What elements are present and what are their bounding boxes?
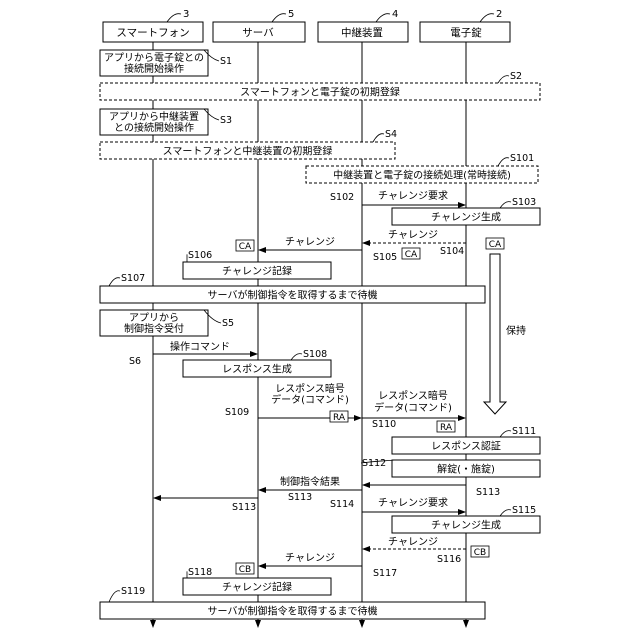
box-text-s115: チャレンジ生成 xyxy=(431,519,501,532)
tag-label-s110: RA xyxy=(440,423,453,433)
step-label-s114: S114 xyxy=(330,499,354,510)
step-label-s112: S112 xyxy=(362,458,386,469)
leader-line xyxy=(167,14,181,22)
leader-line xyxy=(376,14,390,22)
box-text-s3: アプリから中継装置 xyxy=(109,110,199,123)
step-label-s3: S3 xyxy=(220,115,232,126)
box-text-s118: チャレンジ記録 xyxy=(222,581,292,594)
hold-label: 保持 xyxy=(506,324,526,337)
tag-label-s116: CB xyxy=(474,548,486,558)
box-text-s3: との接続開始操作 xyxy=(114,121,194,134)
step-label-s107: S107 xyxy=(121,273,145,284)
box-text-s101: 中継装置と電子錠の接続処理(常時接続) xyxy=(333,169,511,182)
actor-ref-server: 5 xyxy=(288,9,294,20)
message-label-s102: チャレンジ要求 xyxy=(378,190,448,202)
lifeline-end-arrow xyxy=(150,620,156,628)
step-label-s117: S117 xyxy=(373,568,397,579)
message-label-s110: レスポンス暗号 xyxy=(378,389,448,402)
leader-line xyxy=(373,134,384,142)
tag-label-s109: RA xyxy=(333,413,346,423)
step-label-s102: S102 xyxy=(330,192,354,203)
box-text-s5: 制御指令受付 xyxy=(124,322,184,335)
box-text-s106: チャレンジ記録 xyxy=(222,265,292,278)
box-text-s111: レスポンス認証 xyxy=(431,440,501,453)
leader-line xyxy=(498,158,509,166)
box-text-s2: スマートフォンと電子錠の初期登録 xyxy=(240,86,400,99)
leader-line xyxy=(291,354,302,360)
leader-line xyxy=(109,591,120,602)
step-label-s113c: S113 xyxy=(232,502,256,513)
tag-label-s117: CB xyxy=(239,565,251,575)
hold-arrow xyxy=(484,254,506,414)
leader-line xyxy=(500,431,511,437)
step-label-s119: S119 xyxy=(121,586,145,597)
leader-line xyxy=(480,14,494,22)
actor-ref-relay: 4 xyxy=(392,9,398,20)
message-label-s113: 制御指令結果 xyxy=(280,475,340,488)
step-label-s106: S106 xyxy=(188,250,212,261)
step-label-s118: S118 xyxy=(188,567,212,578)
box-text-s5: アプリから xyxy=(129,312,179,324)
box-text-s112: 解錠(・施錠) xyxy=(437,463,495,476)
step-label-s105: S105 xyxy=(373,252,397,263)
box-text-s4: スマートフォンと中継装置の初期登録 xyxy=(163,145,333,158)
message-label-s109: レスポンス暗号 xyxy=(275,382,345,395)
step-label-s116: S116 xyxy=(437,554,461,565)
box-text-s1: アプリから電子錠との xyxy=(104,51,204,64)
step-label-s111: S111 xyxy=(512,426,536,437)
actor-ref-phone: 3 xyxy=(183,9,189,20)
message-label-s117: チャレンジ xyxy=(285,552,335,564)
message-label-s105: チャレンジ xyxy=(285,236,335,248)
box-text-s107: サーバが制御指令を取得するまで待機 xyxy=(208,289,378,302)
actor-label-lock: 電子錠 xyxy=(450,26,482,39)
box-text-s1: 接続開始操作 xyxy=(124,62,184,75)
step-label-s115: S115 xyxy=(512,505,536,516)
step-label-s113b: S113 xyxy=(288,492,312,503)
message-label-s114: チャレンジ要求 xyxy=(378,497,448,509)
lifeline-end-arrow xyxy=(359,620,365,628)
tag-label-s105: CA xyxy=(239,242,252,252)
step-label-s101: S101 xyxy=(510,153,534,164)
actor-label-relay: 中継装置 xyxy=(341,26,383,39)
actor-ref-lock: 2 xyxy=(496,9,502,20)
step-label-s104: S104 xyxy=(440,246,464,257)
box-text-s103: チャレンジ生成 xyxy=(431,211,501,224)
message-label-s109: データ(コマンド) xyxy=(271,393,349,406)
message-label-s116: チャレンジ xyxy=(388,536,438,548)
box-text-s108: レスポンス生成 xyxy=(222,363,292,376)
step-label-s110: S110 xyxy=(372,419,396,430)
actor-label-phone: スマートフォン xyxy=(116,27,189,39)
step-label-s109: S109 xyxy=(225,407,249,418)
leader-line xyxy=(498,76,509,83)
box-text-s119: サーバが制御指令を取得するまで待機 xyxy=(208,605,378,618)
lifeline-end-arrow xyxy=(255,620,261,628)
step-label-s103: S103 xyxy=(512,197,536,208)
lifeline-end-arrow xyxy=(463,620,469,628)
message-label-s6: 操作コマンド xyxy=(170,340,230,353)
actor-label-server: サーバ xyxy=(242,27,274,39)
step-label-s5: S5 xyxy=(222,318,234,329)
message-label-s104: チャレンジ xyxy=(388,229,438,241)
step-label-s4: S4 xyxy=(385,129,397,140)
leader-line xyxy=(272,14,286,22)
step-label-s6: S6 xyxy=(129,356,141,367)
step-label-s2: S2 xyxy=(510,71,522,82)
message-label-s110: データ(コマンド) xyxy=(374,401,452,414)
leader-line xyxy=(500,202,511,208)
leader-line xyxy=(500,510,511,516)
step-label-s108: S108 xyxy=(303,349,327,360)
tag-label-hold: CA xyxy=(489,240,502,250)
tag-label-s104: CA xyxy=(405,250,418,260)
leader-line xyxy=(109,278,120,286)
step-label-s1: S1 xyxy=(220,56,232,67)
step-label-s113a: S113 xyxy=(476,487,500,498)
